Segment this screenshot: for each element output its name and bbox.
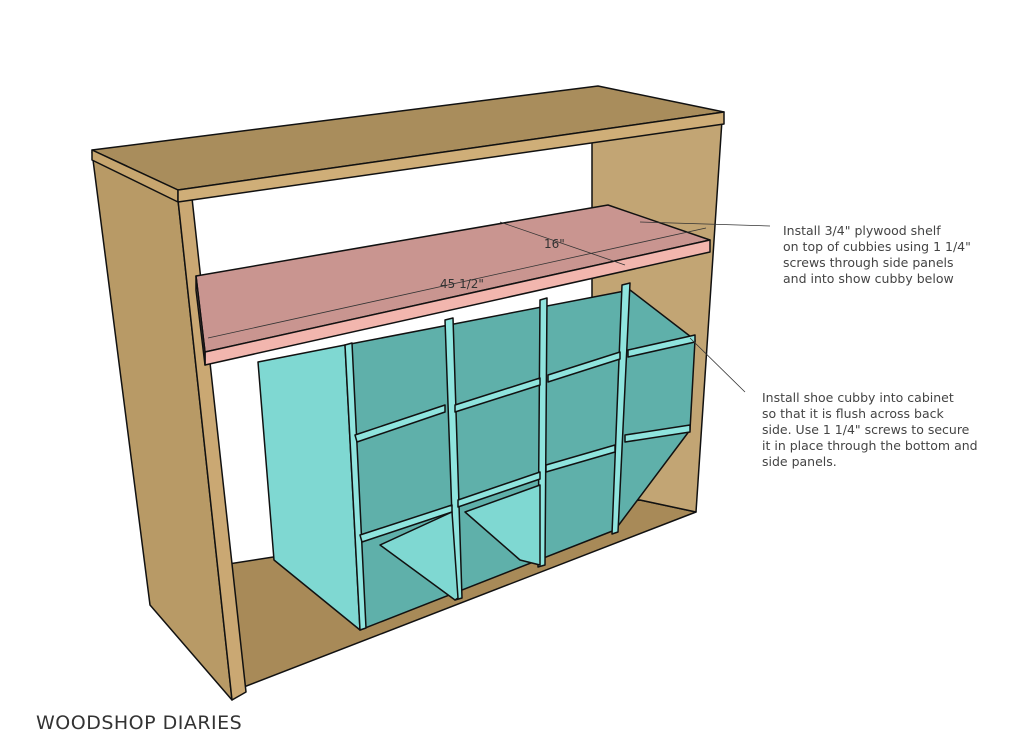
brand-watermark: WOODSHOP DIARIES [36,712,243,734]
width-dimension: 45 1/2" [440,277,484,291]
top-panel-right-edge [177,111,725,203]
cubby-instruction-note: Install shoe cubby into cabinet so that … [762,390,978,469]
shelf-instruction-note: Install 3/4" plywood shelf on top of cub… [783,223,971,286]
depth-dimension: 16" [544,237,565,251]
shoe-cubby [257,282,696,631]
